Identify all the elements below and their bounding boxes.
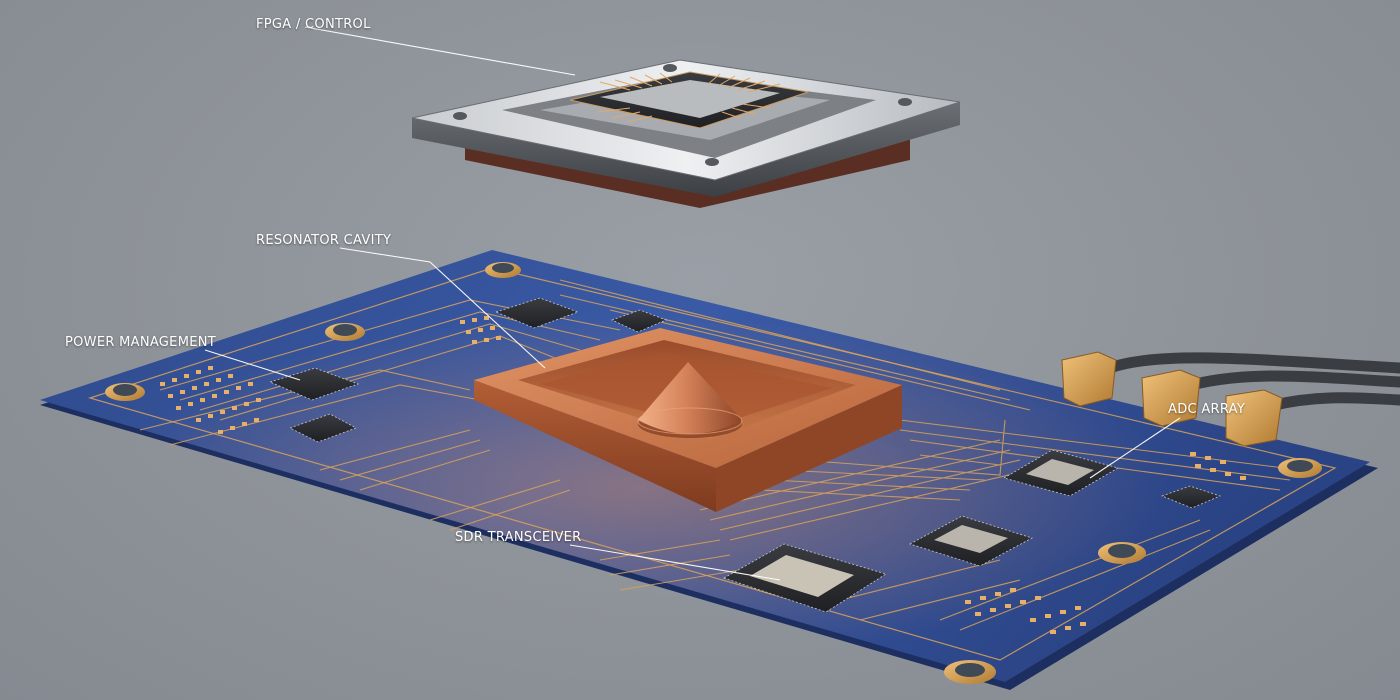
rf-connector-3 [1225, 389, 1283, 447]
adc-chip-2 [1160, 485, 1222, 509]
resonator-cone [637, 362, 743, 438]
fpga-control-label: FPGA / CONTROL [256, 17, 371, 32]
power-management-chip [268, 367, 360, 401]
sdr-leader-line [569, 544, 781, 581]
pcb-mount-screw-4 [1278, 458, 1322, 478]
fpga-mount-hole [898, 98, 912, 106]
pcb-outline-trace [87, 267, 1337, 661]
sdr-transceiver-chip [723, 543, 887, 613]
chip-top-right [610, 309, 668, 333]
pcb-pad-grid-right [1190, 452, 1246, 480]
rf-connector-1 [1061, 351, 1117, 407]
sdr-transceiver-label: SDR TRANSCEIVER [455, 530, 582, 545]
chip-top-left [494, 297, 580, 329]
pcb-mount-screw-2 [325, 323, 365, 341]
pcb-mount-screw-5 [1098, 542, 1146, 564]
resonator-cavity-label: RESONATOR CAVITY [256, 233, 392, 248]
fpga-mount-hole [453, 112, 467, 120]
fpga-mount-hole [705, 158, 719, 166]
fpga-mount-hole [663, 64, 677, 72]
callout-lines [204, 26, 1181, 581]
rf-cables [1104, 352, 1400, 412]
pcb-pad-grid-bottom [965, 588, 1086, 634]
power-leader-line [204, 349, 301, 381]
pcb-mount-screw-1 [105, 383, 145, 401]
power-management-chip-2 [288, 413, 357, 443]
pcb-board [40, 250, 1400, 690]
fpga-bond-wires [597, 72, 781, 123]
rf-connector-2 [1141, 369, 1201, 427]
fpga-die [600, 80, 780, 118]
pcb-pad-grid-top [460, 316, 501, 344]
adc-leader-line [1089, 417, 1181, 479]
chip-middle [908, 515, 1034, 567]
resonator-leader-line [339, 247, 546, 369]
pcb-mount-screw-6 [944, 660, 996, 684]
adc-array-label: ADC ARRAY [1168, 402, 1246, 417]
adc-chip-1 [1002, 449, 1120, 497]
pcb-mount-screw-3 [485, 262, 521, 278]
fpga-leader-line [304, 26, 576, 76]
power-management-label: POWER MANAGEMENT [65, 335, 216, 350]
fpga-module [411, 59, 961, 208]
pcb-pad-grid-left [160, 366, 261, 434]
